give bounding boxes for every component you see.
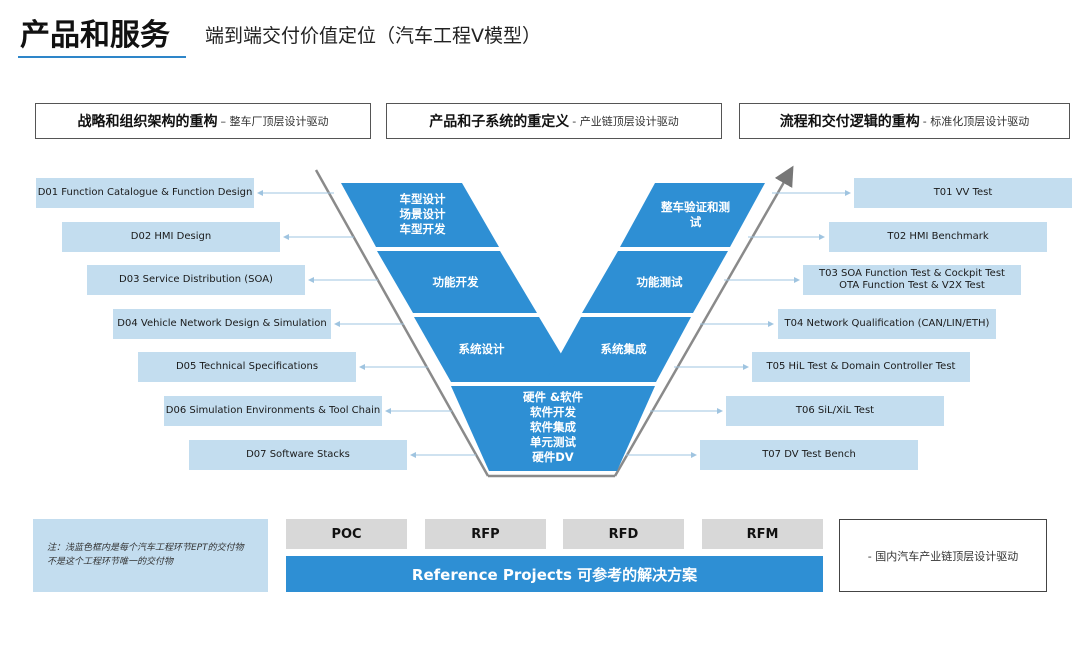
test-item-t06: T06 SiL/XiL Test — [726, 396, 944, 426]
v-left-label-3: 系统设计 — [458, 342, 505, 356]
v-left-label-2: 功能开发 — [432, 275, 479, 289]
v-left-segment-1 — [341, 183, 499, 247]
category-box-strategy: 战略和组织架构的重构 – 整车厂顶层设计驱动 — [35, 103, 371, 139]
v-left-label-1: 车型设计场景设计车型开发 — [399, 192, 446, 236]
test-item-t02: T02 HMI Benchmark — [829, 222, 1047, 252]
phase-rfp: RFP — [425, 519, 546, 549]
category-subtitle: - 标准化顶层设计驱动 — [922, 115, 1030, 128]
category-title: 战略和组织架构的重构 — [77, 114, 218, 130]
design-item-d03: D03 Service Distribution (SOA) — [87, 265, 305, 295]
title-underline — [18, 56, 186, 58]
v-bottom-label: 硬件 &软件 软件开发 软件集成 单元测试 硬件DV — [522, 390, 584, 464]
v-right-label-3: 系统集成 — [600, 342, 647, 356]
v-bottom-segment — [451, 386, 655, 471]
reference-projects-banner: Reference Projects 可参考的解决方案 — [286, 556, 823, 592]
footnote: 注：浅蓝色框内是每个汽车工程环节EPT的交付物 不是这个工程环节唯一的交付物 — [33, 519, 268, 592]
phase-poc: POC — [286, 519, 407, 549]
test-item-t07: T07 DV Test Bench — [700, 440, 918, 470]
category-title: 流程和交付逻辑的重构 — [779, 114, 920, 130]
v-right-segment-1 — [620, 183, 765, 247]
page-subtitle: 端到端交付价值定位（汽车工程V模型） — [205, 25, 541, 47]
category-box-product: 产品和子系统的重定义 - 产业链顶层设计驱动 — [386, 103, 722, 139]
phase-rfd: RFD — [563, 519, 684, 549]
test-item-t01: T01 VV Test — [854, 178, 1072, 208]
design-item-d05: D05 Technical Specifications — [138, 352, 356, 382]
design-item-d07: D07 Software Stacks — [189, 440, 407, 470]
design-item-d06: D06 Simulation Environments & Tool Chain — [164, 396, 382, 426]
v-right-label-1: 整车验证和测试 — [661, 200, 730, 229]
v-right-label-2: 功能测试 — [636, 275, 683, 289]
v-left-segment-2 — [377, 251, 537, 313]
design-item-d02: D02 HMI Design — [62, 222, 280, 252]
phase-rfm: RFM — [702, 519, 823, 549]
category-title: 产品和子系统的重定义 — [429, 114, 570, 130]
v-right-segment-3 — [545, 317, 691, 382]
v-left-segment-3 — [414, 317, 578, 382]
design-item-d01: D01 Function Catalogue & Function Design — [36, 178, 254, 208]
category-subtitle: - 产业链顶层设计驱动 — [572, 115, 679, 128]
test-item-t04: T04 Network Qualification (CAN/LIN/ETH) — [778, 309, 996, 339]
industry-note-box: - 国内汽车产业链顶层设计驱动 — [839, 519, 1047, 592]
test-item-t05: T05 HiL Test & Domain Controller Test — [752, 352, 970, 382]
design-item-d04: D04 Vehicle Network Design & Simulation — [113, 309, 331, 339]
category-box-process: 流程和交付逻辑的重构 - 标准化顶层设计驱动 — [739, 103, 1070, 139]
v-outline-right — [613, 165, 794, 477]
v-outline-left — [314, 169, 490, 477]
category-subtitle: – 整车厂顶层设计驱动 — [220, 115, 329, 128]
page-title: 产品和服务 — [20, 18, 170, 53]
v-right-segment-2 — [582, 251, 728, 313]
